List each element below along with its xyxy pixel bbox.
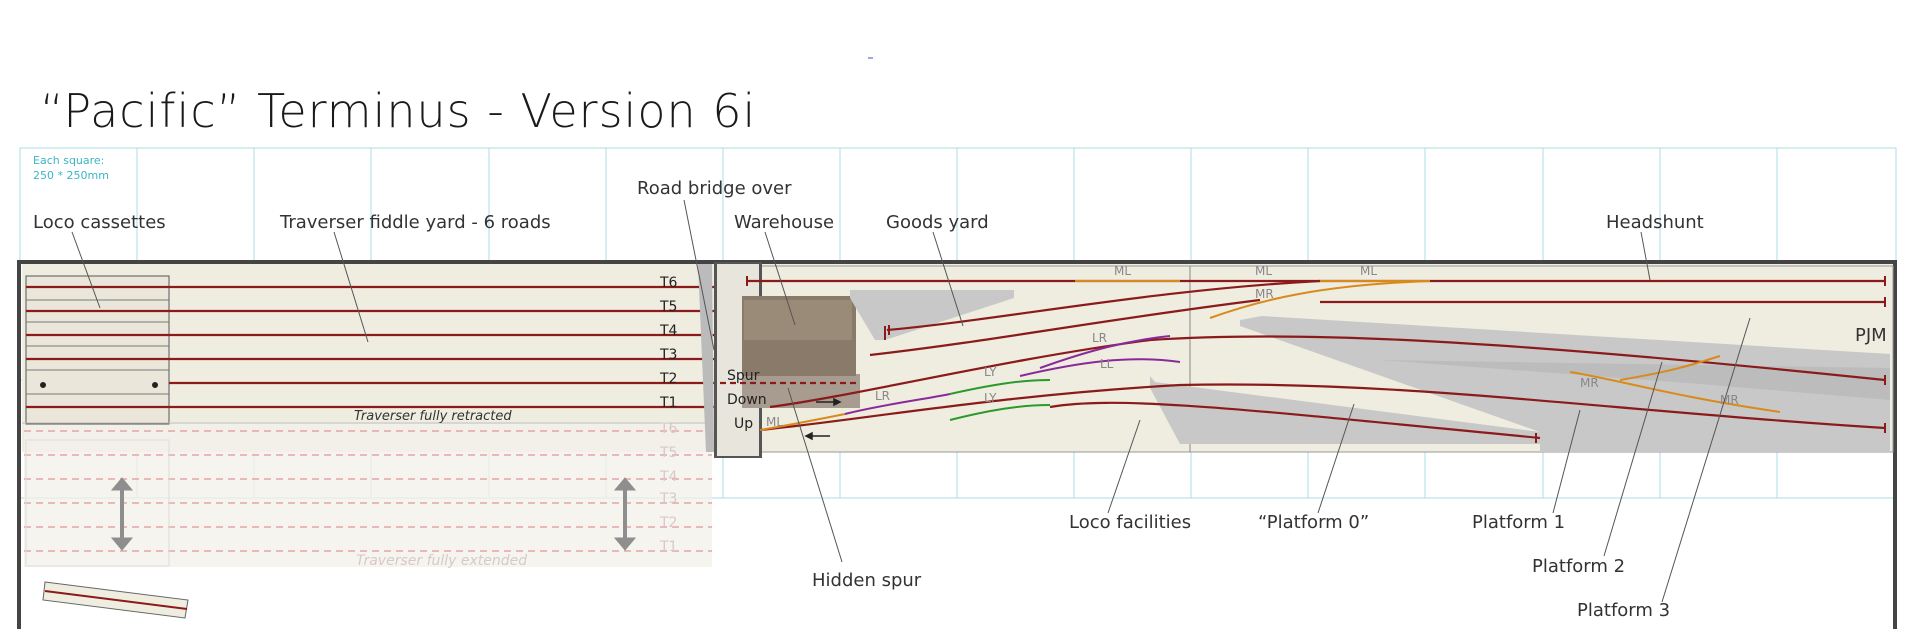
label-headshunt: Headshunt (1606, 212, 1704, 233)
mark-ml-4: ML (766, 415, 783, 429)
track-label-t5-ghost: T5 (659, 445, 677, 461)
mark-mr-1: MR (1255, 287, 1274, 301)
track-label-t1: T1 (659, 395, 677, 411)
leader-lines (71, 199, 1751, 603)
label-platform-1: Platform 1 (1472, 512, 1565, 533)
loco-cassettes (25, 275, 170, 425)
mark-mr-2: MR (1580, 376, 1599, 390)
track-label-t3-ghost: T3 (659, 491, 677, 507)
label-platform-2: Platform 2 (1532, 556, 1625, 577)
label-hidden-spur: Hidden spur (812, 570, 922, 591)
turnouts-orange (759, 279, 1781, 431)
turnouts-purple (844, 335, 1181, 415)
label-down: Down (727, 392, 767, 408)
track-label-t3: T3 (659, 347, 677, 363)
label-warehouse: Warehouse (734, 212, 834, 233)
turnouts-green (949, 379, 1051, 421)
label-platform-0: “Platform 0” (1258, 512, 1369, 533)
mark-mr-3: MR (1720, 393, 1739, 407)
label-road-bridge: Road bridge over (637, 178, 792, 199)
traverser-arrow-right (613, 477, 637, 551)
track-label-t5: T5 (659, 299, 677, 315)
room-frame (17, 260, 1897, 629)
track-label-t2: T2 (659, 371, 677, 387)
traverser-arrow-left (110, 477, 134, 551)
track-label-t1-ghost: T1 (659, 539, 677, 555)
platform-1-2-3 (1240, 316, 1890, 452)
traverser-extended-ghost (24, 422, 712, 567)
label-goods-yard: Goods yard (886, 212, 989, 233)
grid-note-line2: 250 * 250mm (33, 169, 109, 182)
label-up: Up (734, 416, 753, 432)
signature: PJM (1855, 325, 1887, 346)
traverser-tracks (26, 285, 715, 409)
page-title: “Pacific” Terminus - Version 6i (40, 84, 757, 138)
label-traverser-yard: Traverser fiddle yard - 6 roads (279, 212, 551, 233)
mark-ml-2: ML (1255, 264, 1272, 278)
mark-lr-1: LR (1092, 331, 1107, 345)
mark-ml-3: ML (1360, 264, 1377, 278)
track-label-t6-ghost: T6 (659, 421, 678, 437)
mark-ly-1: LY (984, 365, 997, 379)
mark-lr-2: LR (875, 389, 890, 403)
platform-0 (1150, 376, 1540, 444)
grid-note-line1: Each square: (33, 154, 104, 167)
label-traverser-extended: Traverser fully extended (356, 553, 527, 569)
track-label-t2-ghost: T2 (659, 515, 677, 531)
running-lines (747, 279, 1886, 440)
mark-ly-2: LY (984, 391, 997, 405)
road-bridge (698, 264, 714, 452)
label-spur: Spur (727, 368, 760, 384)
mark-ll-1: LL (1100, 357, 1114, 371)
mark-ml-1: ML (1114, 264, 1131, 278)
label-loco-facilities: Loco facilities (1069, 512, 1191, 533)
track-label-t4-ghost: T4 (659, 469, 678, 485)
track-label-t4: T4 (659, 323, 678, 339)
label-loco-cassettes: Loco cassettes (33, 212, 166, 233)
track-label-t6: T6 (659, 275, 678, 291)
direction-arrows (804, 397, 842, 441)
label-traverser-retracted: Traverser fully retracted (354, 409, 512, 424)
label-platform-3: Platform 3 (1577, 600, 1670, 621)
goods-yard-dock (850, 290, 1014, 340)
